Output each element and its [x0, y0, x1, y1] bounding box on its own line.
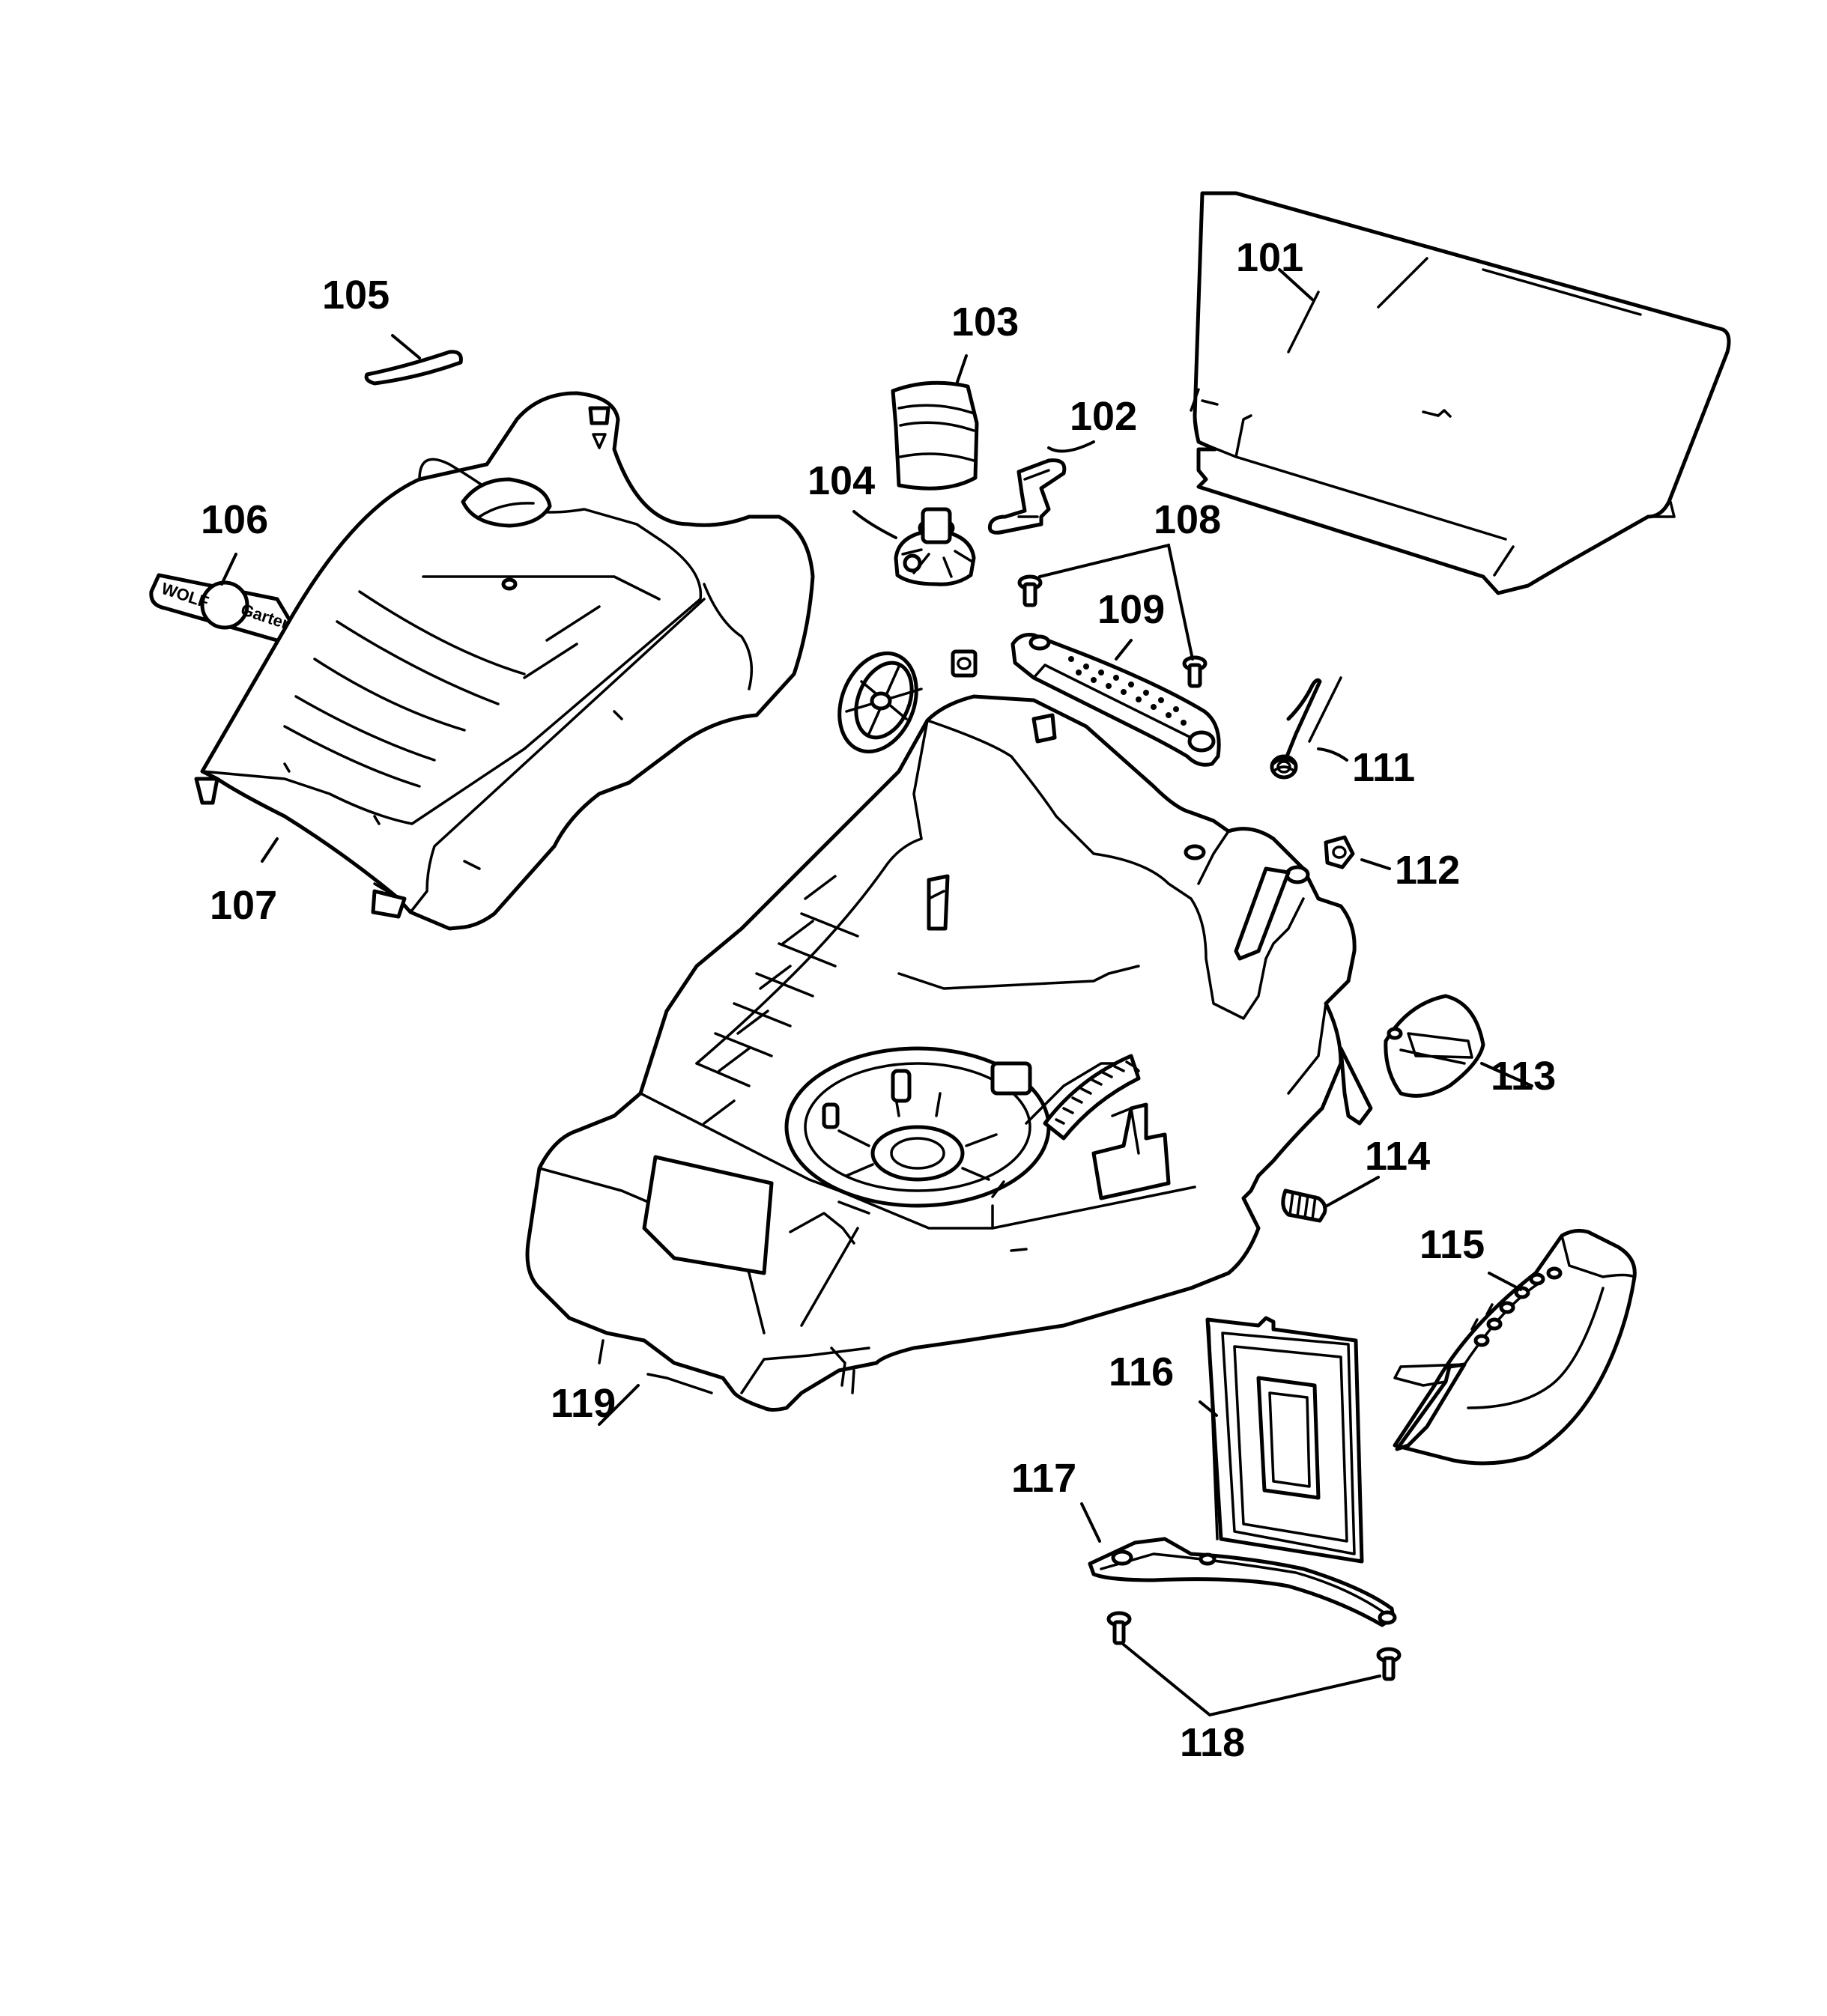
part-nut-small — [951, 649, 978, 678]
part-116-panel — [1205, 1316, 1364, 1564]
label-108: 108 — [1154, 497, 1221, 542]
part-wheel-disc — [837, 651, 923, 754]
part-103-cup — [891, 380, 979, 491]
part-109-grip-bar — [1011, 633, 1221, 767]
label-117: 117 — [1011, 1456, 1076, 1501]
part-107-housing — [194, 391, 815, 931]
label-103: 103 — [951, 300, 1019, 344]
part-101-lid — [1190, 191, 1731, 595]
part-106-logo-badge: WOLF Garten — [149, 573, 298, 645]
part-102-lever — [987, 458, 1067, 535]
label-109: 109 — [1097, 587, 1165, 632]
label-106: 106 — [201, 497, 268, 542]
label-101: 101 — [1236, 235, 1303, 280]
part-104-hub — [894, 507, 976, 586]
part-114-spring-coil — [1281, 1188, 1327, 1223]
part-117-rail — [1088, 1537, 1397, 1627]
label-105: 105 — [322, 273, 390, 318]
part-119-deck — [525, 694, 1373, 1412]
part-112-nut — [1324, 835, 1355, 869]
part-108-screw-left — [1017, 574, 1043, 607]
part-105-hose — [364, 350, 463, 386]
part-113-knob — [1384, 994, 1485, 1098]
label-118: 118 — [1180, 1720, 1245, 1765]
label-107: 107 — [210, 883, 277, 928]
leader-lines — [220, 268, 1533, 1717]
label-114: 114 — [1365, 1134, 1430, 1179]
label-102: 102 — [1070, 394, 1137, 439]
label-111: 111 — [1352, 745, 1415, 790]
label-104: 104 — [808, 458, 875, 503]
label-119: 119 — [551, 1381, 616, 1426]
label-113: 113 — [1491, 1054, 1556, 1099]
callout-labels: 101 102 103 104 105 106 107 108 109 111 … — [201, 235, 1556, 1765]
label-112: 112 — [1395, 848, 1460, 893]
label-116: 116 — [1109, 1349, 1174, 1394]
part-118-bolt-left — [1106, 1611, 1132, 1645]
label-115: 115 — [1420, 1222, 1485, 1267]
part-115-deflector — [1393, 1228, 1637, 1466]
part-111-spring — [1270, 676, 1342, 780]
part-118-bolt-right — [1376, 1647, 1402, 1681]
part-108-screw-right — [1182, 655, 1208, 688]
